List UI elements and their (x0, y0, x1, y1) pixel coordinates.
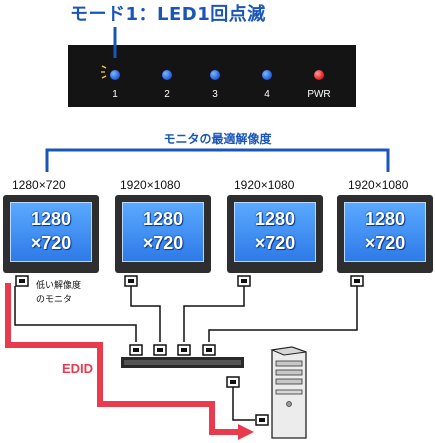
led-4 (262, 70, 272, 80)
led-4-label: 4 (264, 89, 270, 100)
cable-monitor-4 (208, 286, 358, 342)
monitor-4: 1280 ×720 (337, 195, 433, 273)
led-2 (162, 70, 172, 80)
switch-port-3-connector-icon (177, 344, 191, 356)
cable-to-pc (232, 387, 255, 421)
led-1-label: 1 (112, 89, 118, 100)
monitor-3-screen: 1280 ×720 (234, 202, 316, 262)
pc-connector-icon (255, 414, 269, 426)
monitor-4-screen-line2: ×720 (364, 233, 406, 253)
monitor-1-screen-line2: ×720 (30, 233, 72, 253)
low-res-note-line2: のモニタ (36, 295, 73, 305)
led-3-label: 3 (212, 89, 218, 100)
pc-tower-icon (270, 346, 307, 439)
monitor-2: 1280 ×720 (115, 195, 211, 273)
monitor-3-screen-line1: 1280 (254, 209, 296, 229)
switch-port-4-connector-icon (202, 344, 216, 356)
switch-unit-stripe (124, 360, 241, 365)
monitor-2-screen-line1: 1280 (142, 209, 184, 229)
monitor-1: 1280 ×720 (3, 195, 99, 273)
led1-blink-rays-icon (101, 65, 107, 79)
monitor-3-connector-icon (237, 275, 251, 287)
monitor-2-screen: 1280 ×720 (122, 202, 204, 262)
monitor-2-screen-line2: ×720 (142, 233, 184, 253)
switch-port-1-connector-icon (129, 344, 143, 356)
cable-monitor-1 (14, 286, 137, 342)
monitor-1-screen: 1280 ×720 (10, 202, 92, 262)
edid-label: EDID (62, 361, 94, 376)
monitor-2-resolution: 1920×1080 (120, 178, 181, 192)
optimal-resolution-title: モニタの最適解像度 (163, 132, 272, 146)
monitor-3: 1280 ×720 (227, 195, 323, 273)
monitor-4-screen: 1280 ×720 (344, 202, 426, 262)
mode-title: モード1：LED1回点滅 (70, 4, 266, 25)
edid-arrow-head-icon (238, 424, 254, 440)
low-res-note-line1: 低い解像度 (36, 281, 82, 291)
optimal-resolution-bracket (45, 148, 390, 172)
monitor-3-resolution: 1920×1080 (234, 178, 295, 192)
monitor-3-screen-line2: ×720 (254, 233, 296, 253)
led-1 (110, 70, 120, 80)
led-pwr (314, 70, 324, 80)
monitor-4-screen-line1: 1280 (364, 209, 406, 229)
switch-port-2-connector-icon (153, 344, 167, 356)
switch-output-connector-icon (226, 376, 240, 388)
led-2-label: 2 (164, 89, 170, 100)
cable-monitor-2 (130, 286, 161, 342)
monitor-2-connector-icon (124, 275, 138, 287)
monitor-1-resolution: 1280×720 (12, 178, 66, 192)
monitor-4-resolution: 1920×1080 (348, 178, 409, 192)
led-3 (210, 70, 220, 80)
led-pwr-label: PWR (307, 89, 331, 100)
monitor-1-screen-line1: 1280 (30, 209, 72, 229)
monitor-4-connector-icon (350, 275, 364, 287)
cable-monitor-3 (183, 286, 245, 342)
monitor-1-connector-icon (15, 275, 29, 287)
edid-arrow-path (5, 283, 240, 435)
